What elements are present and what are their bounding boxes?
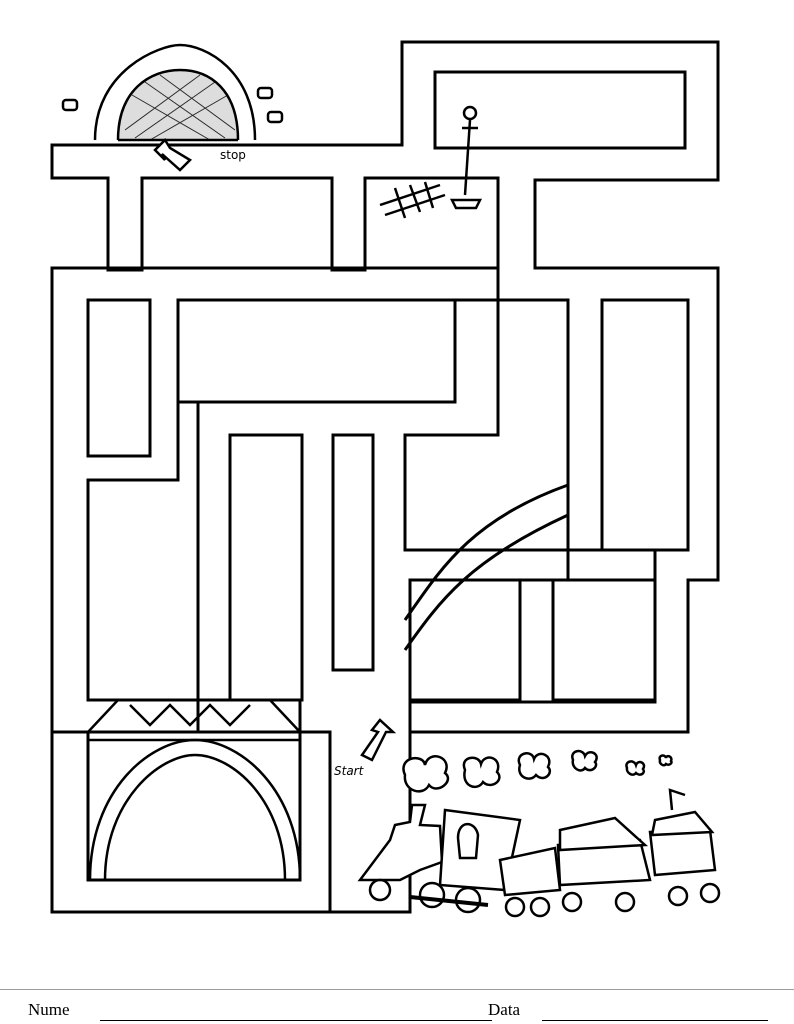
stop-label: stop — [220, 148, 246, 162]
start-arrow-icon — [360, 718, 397, 762]
curved-track — [403, 513, 569, 651]
date-label: Data — [488, 1000, 521, 1019]
stop-arrow-icon — [153, 138, 193, 172]
bridge-icon — [87, 698, 302, 881]
maze-block — [600, 298, 690, 552]
date-field[interactable] — [542, 1020, 768, 1021]
steam-clouds-icon — [402, 749, 673, 793]
name-date-row: Nume Data — [12, 1000, 782, 1024]
maze-block — [331, 433, 375, 672]
start-label: Start — [334, 764, 364, 778]
maze-block — [228, 433, 304, 702]
maze-block — [408, 578, 522, 702]
tunnel-icon — [61, 43, 284, 142]
footer-bar: Nume Data — [0, 989, 794, 1024]
train-icon — [357, 788, 721, 918]
name-field[interactable] — [100, 1020, 492, 1021]
curved-track — [403, 483, 569, 621]
maze-block — [551, 578, 657, 702]
maze-outer-wall — [50, 40, 720, 734]
name-label: Nume — [28, 1000, 70, 1019]
maze-block — [433, 70, 687, 150]
maze-block — [86, 298, 152, 458]
railroad-switch-icon — [379, 105, 483, 219]
maze-bottom-wall — [50, 732, 332, 914]
